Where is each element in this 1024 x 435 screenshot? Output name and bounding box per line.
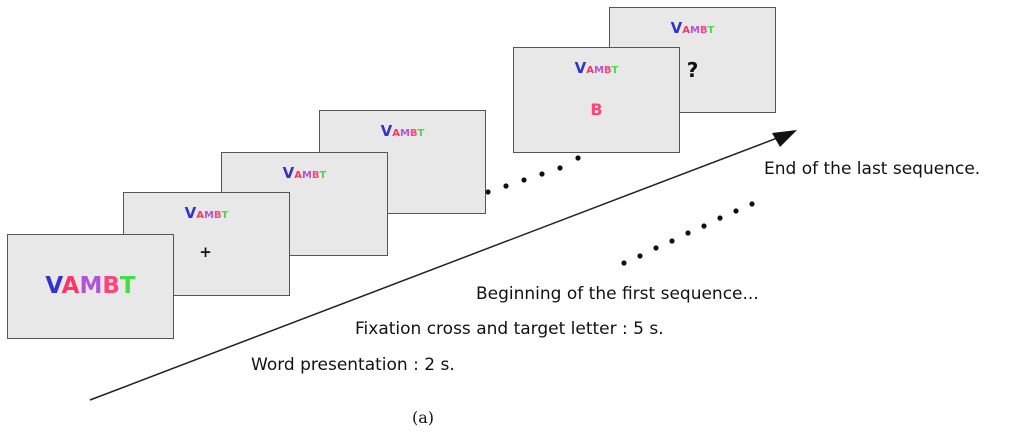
word-letter: T [611,65,619,76]
word-letter: V [380,122,393,140]
label-fixation-duration: Fixation cross and target letter : 5 s. [355,319,664,339]
dotted-continuation-upper [485,155,581,195]
presented-word: VAMBT [8,273,173,299]
word-letter: T [119,273,136,299]
word-letter: V [184,204,197,222]
label-end-of-last-sequence: End of the last sequence. [764,159,981,179]
screen-letter-b: VAMBT B [513,47,680,153]
word-letter: V [574,59,587,77]
word-letter: M [79,273,103,299]
screen-header-word: VAMBT [222,163,387,182]
word-letter: B [699,25,708,36]
screen-header-word: VAMBT [124,203,289,222]
word-letter: B [409,128,418,139]
word-letter: A [586,65,594,76]
word-letter: V [45,273,62,299]
label-beginning-of-first-sequence: Beginning of the first sequence... [476,284,759,304]
word-letter: A [294,170,302,181]
word-letter: B [102,273,120,299]
dotted-continuation-lower [621,201,755,266]
word-letter: B [311,170,320,181]
screen-header-word: VAMBT [514,58,679,77]
screen-symbol: ? [686,58,699,82]
time-arrow-shaft [89,134,786,401]
time-arrow-head [772,130,797,147]
word-letter: V [282,164,295,182]
word-letter: M [301,170,312,181]
word-letter: M [203,210,214,221]
word-letter: T [221,210,229,221]
word-letter: V [670,19,683,37]
screen-header-word: VAMBT [320,121,485,140]
word-letter: B [213,210,222,221]
screen-fixation-symbol: + [199,243,212,261]
word-letter: A [196,210,204,221]
screen-header-word: VAMBT [610,18,775,37]
label-word-duration: Word presentation : 2 s. [251,355,455,375]
word-letter: T [417,128,425,139]
word-letter: T [319,170,327,181]
word-letter: M [399,128,410,139]
word-letter: M [593,65,604,76]
word-letter: B [603,65,612,76]
word-letter: A [61,273,80,299]
word-letter: A [392,128,400,139]
word-letter: M [689,25,700,36]
screen-target-letter: B [590,100,603,119]
word-letter: T [707,25,715,36]
screen-word-presentation: VAMBT [7,234,174,339]
word-letter: A [682,25,690,36]
figure-caption: (a) [412,408,435,427]
